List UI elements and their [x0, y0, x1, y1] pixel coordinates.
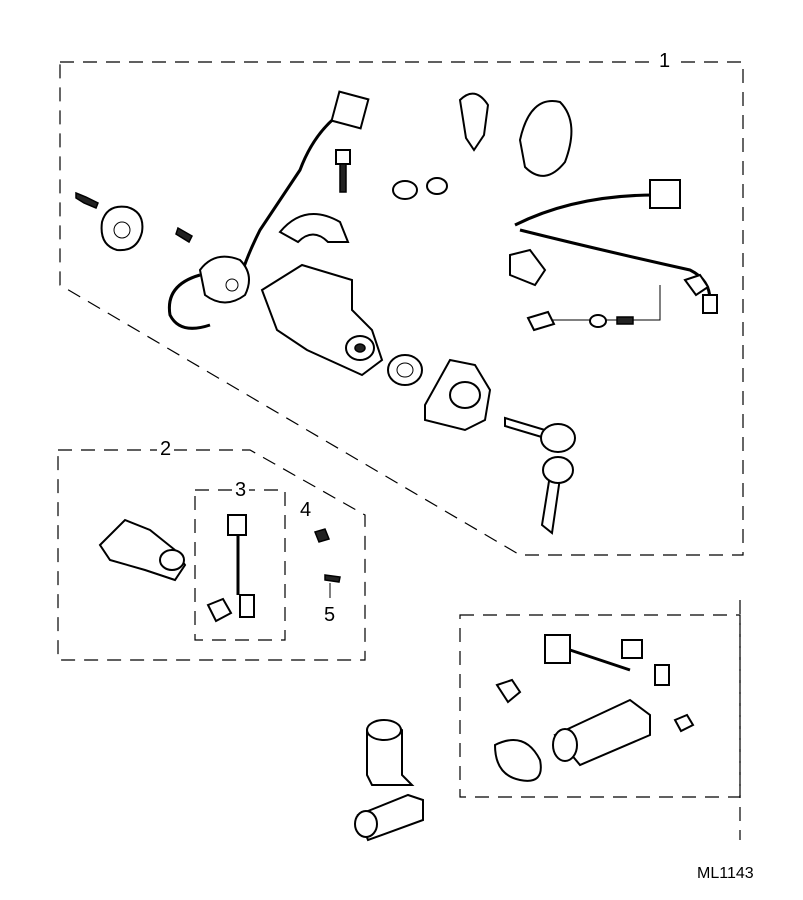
ignition-switch-harness [167, 90, 370, 330]
callout-1: 1 [656, 51, 674, 71]
callout-5: 5 [321, 605, 339, 625]
steering-lock-body [260, 263, 384, 377]
keys [504, 416, 576, 535]
diagram-code: ML1143 [697, 865, 754, 882]
group-3-boundary [194, 489, 286, 641]
lock-barrel-assembly [98, 518, 187, 582]
steering-column-harness [509, 179, 718, 332]
item-4-nut [313, 528, 331, 543]
callout-4: 4 [297, 500, 315, 520]
clips [392, 177, 448, 200]
clamp-ring [387, 354, 423, 386]
callout-3: 3 [232, 480, 250, 500]
shroud-bracket [278, 213, 350, 244]
item-5-screw [324, 574, 341, 598]
door-lock-barrel [354, 719, 424, 842]
hose-clip-band [518, 100, 573, 177]
callout-2: 2 [157, 439, 175, 459]
screw-left [75, 191, 99, 209]
lower-kit-parts [493, 634, 695, 782]
p-clip [458, 92, 490, 152]
bolt [335, 149, 351, 193]
lock-switch-harness [206, 514, 255, 623]
steering-lock-shroud-clamp [100, 205, 144, 252]
group-2-boundary [57, 449, 366, 661]
group-1-boundary [59, 61, 744, 556]
lock-housing [424, 358, 492, 432]
screw-2 [175, 226, 193, 244]
